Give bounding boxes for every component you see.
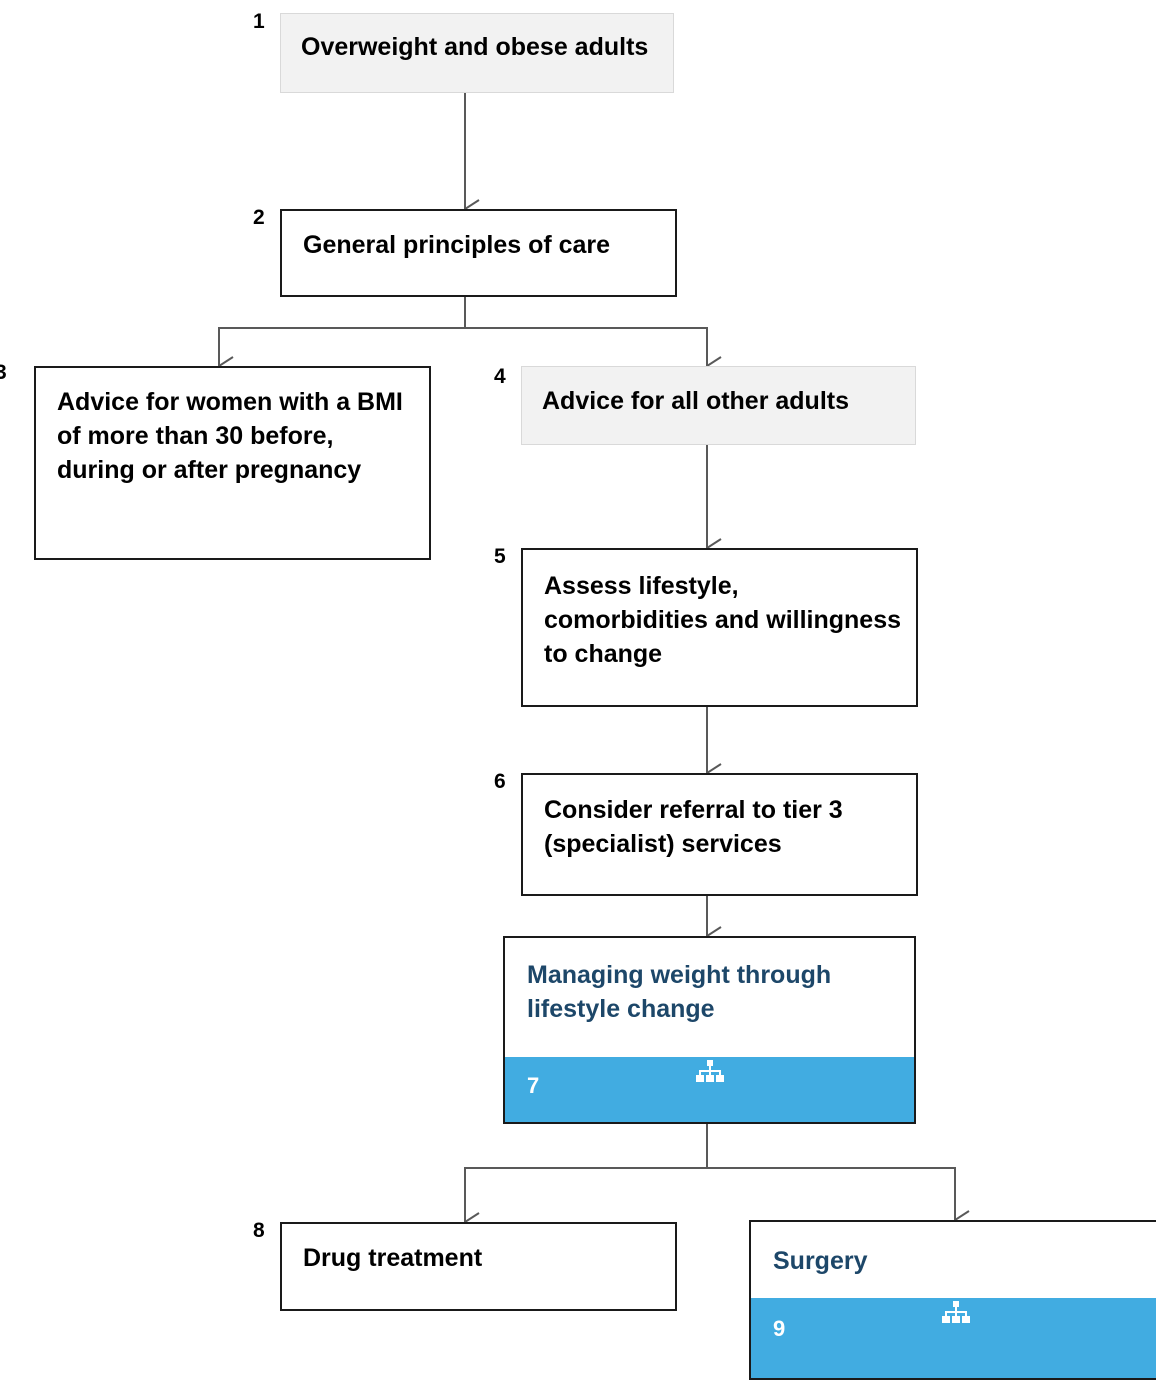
step-number: 4 xyxy=(494,365,506,388)
node-label: Advice for women with a BMI of more than… xyxy=(57,388,403,484)
pathway-link-icon xyxy=(696,1060,724,1082)
node-label: Managing weight through lifestyle change xyxy=(527,961,832,1023)
step-number: 3 xyxy=(0,361,7,384)
step-number: 8 xyxy=(253,1219,265,1242)
connector-2-4 xyxy=(465,327,707,366)
node-label: Assess lifestyle, comorbidities and will… xyxy=(544,572,902,668)
node-label: Advice for all other adults xyxy=(542,387,850,415)
pathway-link-band[interactable]: 9 xyxy=(751,1298,1156,1378)
node-label: General principles of care xyxy=(303,231,611,259)
node-advice-pregnancy[interactable]: Advice for women with a BMI of more than… xyxy=(34,366,431,560)
node-drug-treatment[interactable]: Drug treatment xyxy=(280,1222,677,1311)
node-general-principles[interactable]: General principles of care xyxy=(280,209,677,297)
connector-7-9 xyxy=(707,1167,955,1220)
pathway-link-icon xyxy=(942,1301,970,1323)
node-consider-referral[interactable]: Consider referral to tier 3 (specialist)… xyxy=(521,773,918,896)
step-number: 5 xyxy=(494,545,506,568)
node-label: Consider referral to tier 3 (specialist)… xyxy=(544,796,843,858)
step-number: 6 xyxy=(494,770,506,793)
connector-2-3 xyxy=(218,296,466,366)
node-label: Surgery xyxy=(773,1247,868,1275)
node-surgery[interactable]: Surgery 9 xyxy=(749,1220,1156,1380)
step-number: 7 xyxy=(527,1073,540,1098)
node-advice-other-adults[interactable]: Advice for all other adults xyxy=(521,366,916,445)
step-number: 9 xyxy=(773,1316,786,1341)
node-assess-lifestyle[interactable]: Assess lifestyle, comorbidities and will… xyxy=(521,548,918,707)
node-managing-weight-lifestyle[interactable]: Managing weight through lifestyle change… xyxy=(503,936,916,1124)
node-overweight-obese-adults[interactable]: Overweight and obese adults xyxy=(280,13,674,93)
step-number: 2 xyxy=(253,206,265,229)
node-label: Overweight and obese adults xyxy=(301,33,649,61)
node-label: Drug treatment xyxy=(303,1244,483,1272)
connector-7-8 xyxy=(464,1123,708,1222)
pathway-link-band[interactable]: 7 xyxy=(505,1057,914,1122)
step-number: 1 xyxy=(253,10,265,33)
